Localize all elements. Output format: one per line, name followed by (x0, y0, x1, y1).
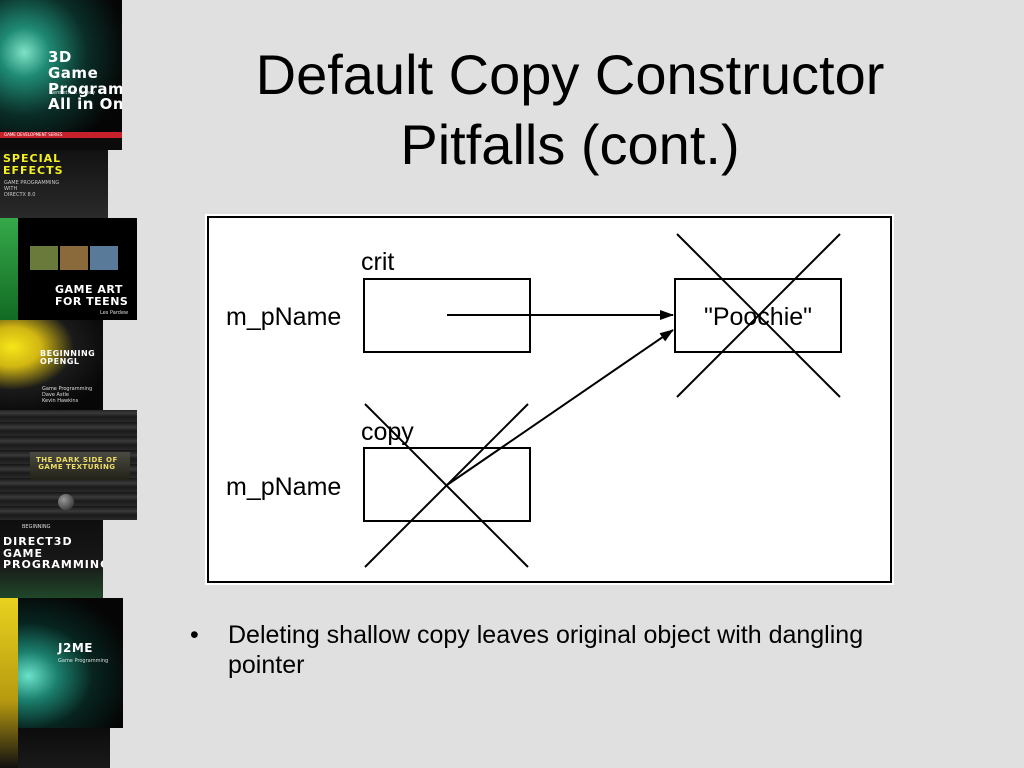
book-cover-title: THE DARK SIDE OF GAME TEXTURING (36, 456, 118, 472)
book-cover-beginning-opengl: BEGINNING OPENGL Game Programming Dave A… (0, 320, 103, 410)
crit-member-label: m_pName (226, 303, 341, 331)
book-cover-spine-yellow (0, 598, 18, 768)
book-cover-subtitle: Game Programming (58, 658, 109, 664)
book-cover-direct3d: BEGINNING DIRECT3D GAME PROGRAMMING (0, 520, 103, 600)
bullet-marker: • (190, 621, 199, 649)
diagram-frame (207, 216, 892, 583)
book-cover-subtitle: BEGINNING (22, 524, 51, 530)
deleted-string-cross-b (676, 233, 841, 398)
book-cover-subtitle: Game Programming Dave Astle Kevin Hawkin… (42, 386, 93, 404)
book-cover-title: DIRECT3D GAME PROGRAMMING (3, 535, 103, 572)
copy-pointer-box (363, 447, 531, 522)
book-cover-series: GAME DEVELOPMENT SERIES (4, 132, 63, 137)
book-cover-title: BEGINNING OPENGL (40, 349, 96, 367)
slide-title: Default Copy Constructor Pitfalls (cont.… (160, 40, 980, 180)
book-cover-subtitle: GAME PROGRAMMING WITH DIRECTX 8.0 (4, 180, 60, 198)
string-value-box (674, 278, 842, 353)
copy-label: copy (361, 418, 414, 446)
bullet-item: • Deleting shallow copy leaves original … (186, 620, 906, 680)
book-cover-screenshot (30, 246, 58, 270)
book-cover-band (0, 132, 122, 138)
book-cover-title: SPECIAL EFFECTS (3, 152, 64, 177)
book-cover-author: Les Pardew (100, 310, 129, 316)
crit-label: crit (361, 248, 394, 276)
copy-member-label: m_pName (226, 473, 341, 501)
book-cover-title: GAME ART FOR TEENS (55, 283, 129, 308)
slide-title-line-2: Pitfalls (cont.) (400, 113, 740, 176)
book-cover-column: 3D Game Programming All in One Kenneth C… (0, 0, 140, 768)
bullet-text: Deleting shallow copy leaves original ob… (228, 621, 864, 679)
book-cover-special-effects: SPECIAL EFFECTS GAME PROGRAMMING WITH DI… (0, 150, 108, 218)
book-cover-3d-game-programming: 3D Game Programming All in One Kenneth C… (0, 0, 122, 150)
book-cover-screenshot (90, 246, 118, 270)
book-cover-dark-side-texturing: THE DARK SIDE OF GAME TEXTURING (0, 410, 137, 520)
book-cover-orb (58, 494, 74, 510)
book-cover-title: 3D Game Programming All in One (48, 48, 122, 114)
book-cover-bottom (18, 728, 110, 768)
copy-pointer-arrow (446, 329, 674, 486)
book-cover-j2me: J2ME Game Programming (18, 598, 123, 728)
deleted-copy-cross-b (364, 403, 529, 568)
pointer-diagram: crit m_pName copy m_pName "Poochie" (205, 214, 894, 585)
book-cover-game-art-for-teens: GAME ART FOR TEENS Les Pardew (0, 218, 137, 320)
bullet-list: • Deleting shallow copy leaves original … (186, 620, 906, 680)
book-cover-footer (0, 138, 122, 150)
slide-title-line-1: Default Copy Constructor (255, 43, 885, 106)
pointer-diagram-svg: crit m_pName copy m_pName "Poochie" (205, 214, 894, 585)
book-cover-plate (30, 452, 130, 480)
book-cover-title: J2ME (58, 641, 93, 655)
book-cover-author: Kenneth C. Finney (50, 90, 96, 96)
book-cover-spine (0, 218, 18, 320)
book-cover-screenshot (60, 246, 88, 270)
